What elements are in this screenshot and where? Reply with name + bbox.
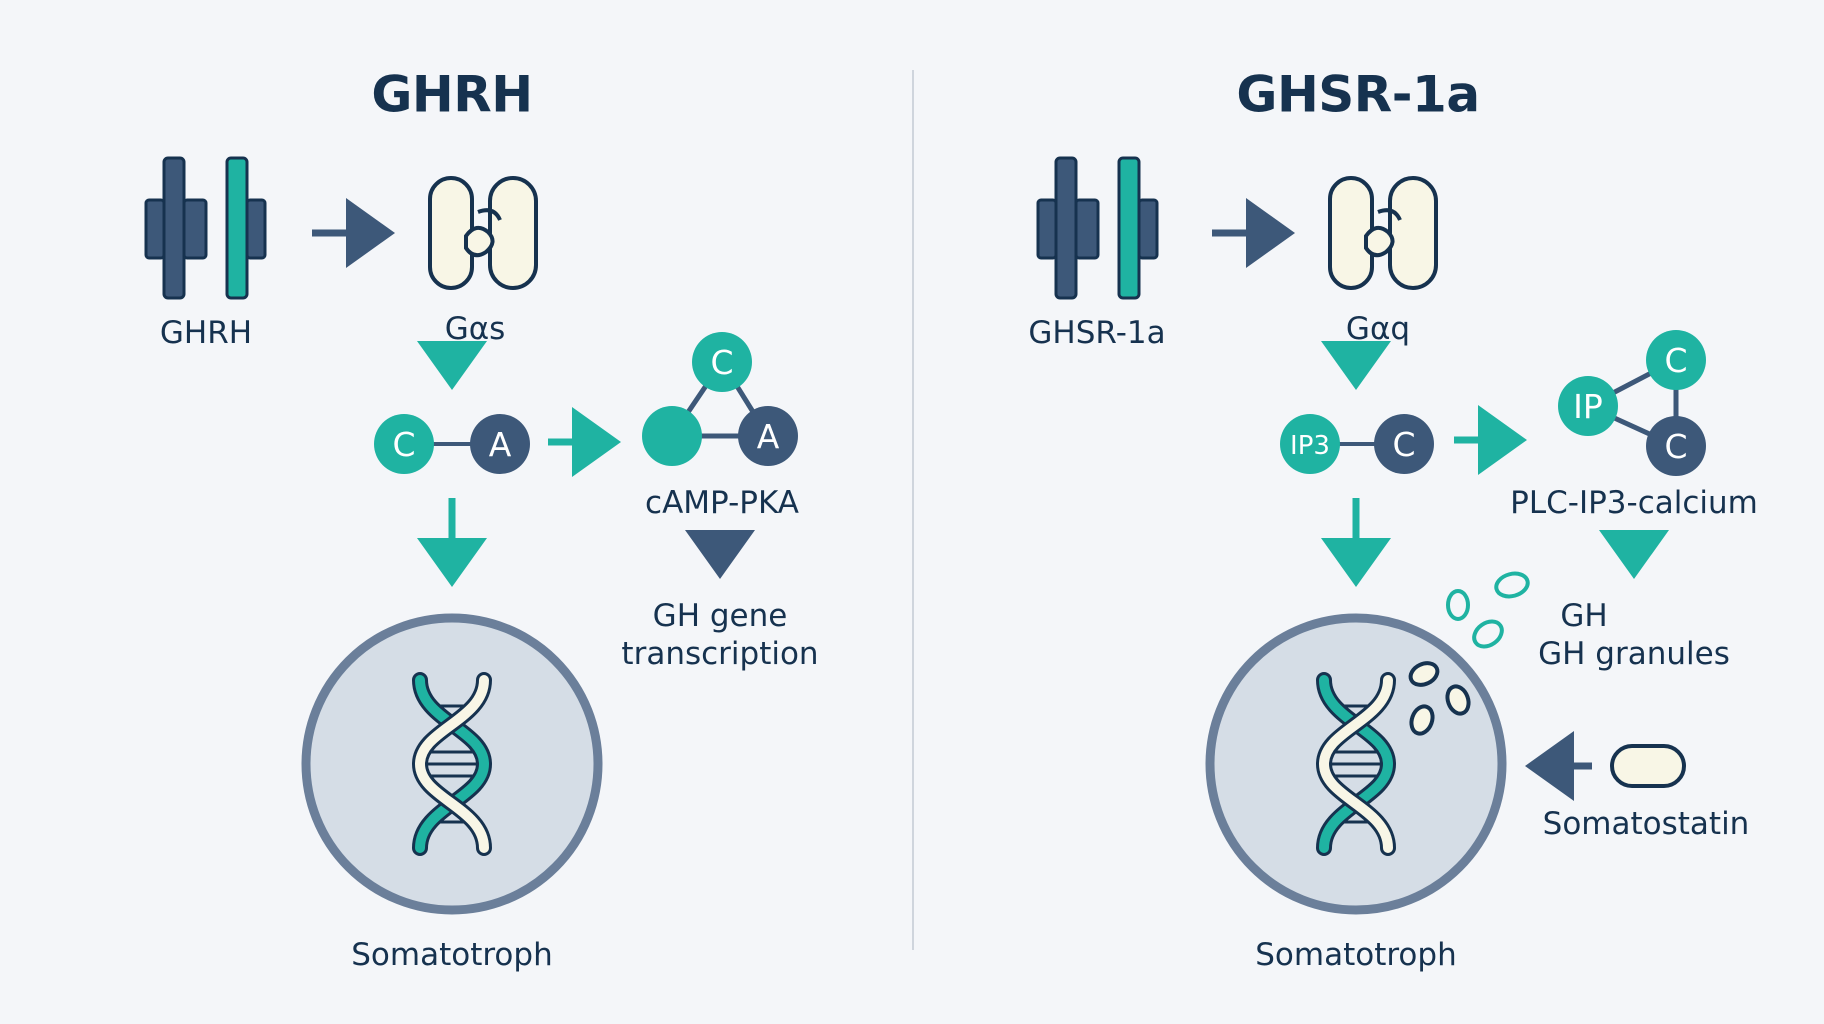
node-c xyxy=(1374,414,1434,474)
node-c-label: C xyxy=(1392,425,1415,464)
node-ip3-label: IP3 xyxy=(1290,431,1330,461)
left-pathway-label: cAMP-PKA xyxy=(645,485,799,522)
g-protein-icon xyxy=(428,176,538,290)
right-cell-label: Somatotroph xyxy=(1255,937,1457,974)
granule-icon xyxy=(1408,661,1471,736)
dna-icon xyxy=(411,672,493,856)
right-pathway-label: PLC-IP3-calcium xyxy=(1510,485,1758,522)
dna-icon xyxy=(1315,672,1397,856)
node-c-label: C xyxy=(392,425,415,464)
plc-ip3-calcium-complex xyxy=(1558,330,1706,476)
somatostatin-icon xyxy=(1610,744,1686,788)
receptor-icon xyxy=(1036,156,1159,300)
node-c xyxy=(374,414,434,474)
triangle-top-label: C xyxy=(1664,341,1687,380)
right-outcome-line2: GH granules xyxy=(1538,636,1730,673)
triangle-right-label: A xyxy=(757,417,780,456)
g-protein-icon xyxy=(1328,176,1438,290)
node-ip3 xyxy=(1280,414,1340,474)
left-cell-label: Somatotroph xyxy=(351,937,553,974)
triangle-top-label: C xyxy=(710,343,733,382)
left-gprotein-label: Gαs xyxy=(444,311,506,348)
granule-icon xyxy=(1446,571,1530,649)
triangle-left-label: IP xyxy=(1573,387,1603,426)
right-inhibitor-label: Somatostatin xyxy=(1542,806,1750,843)
receptor-icon xyxy=(144,156,267,300)
camp-pka-complex xyxy=(642,332,798,466)
node-a-label: A xyxy=(489,425,512,464)
right-gprotein-label: Gαq xyxy=(1345,311,1411,348)
panel-divider xyxy=(912,70,914,950)
right-title: GHSR-1a xyxy=(1236,65,1480,124)
left-receptor-label: GHRH xyxy=(159,315,253,352)
left-outcome-line1: GH gene xyxy=(652,598,788,635)
right-outcome-line1: GH xyxy=(1560,598,1608,635)
triangle-bottom-label: C xyxy=(1664,427,1687,466)
right-receptor-label: GHSR-1a xyxy=(1028,315,1166,352)
node-a xyxy=(470,414,530,474)
left-title: GHRH xyxy=(371,65,533,124)
left-outcome-line2: transcription xyxy=(621,636,819,673)
